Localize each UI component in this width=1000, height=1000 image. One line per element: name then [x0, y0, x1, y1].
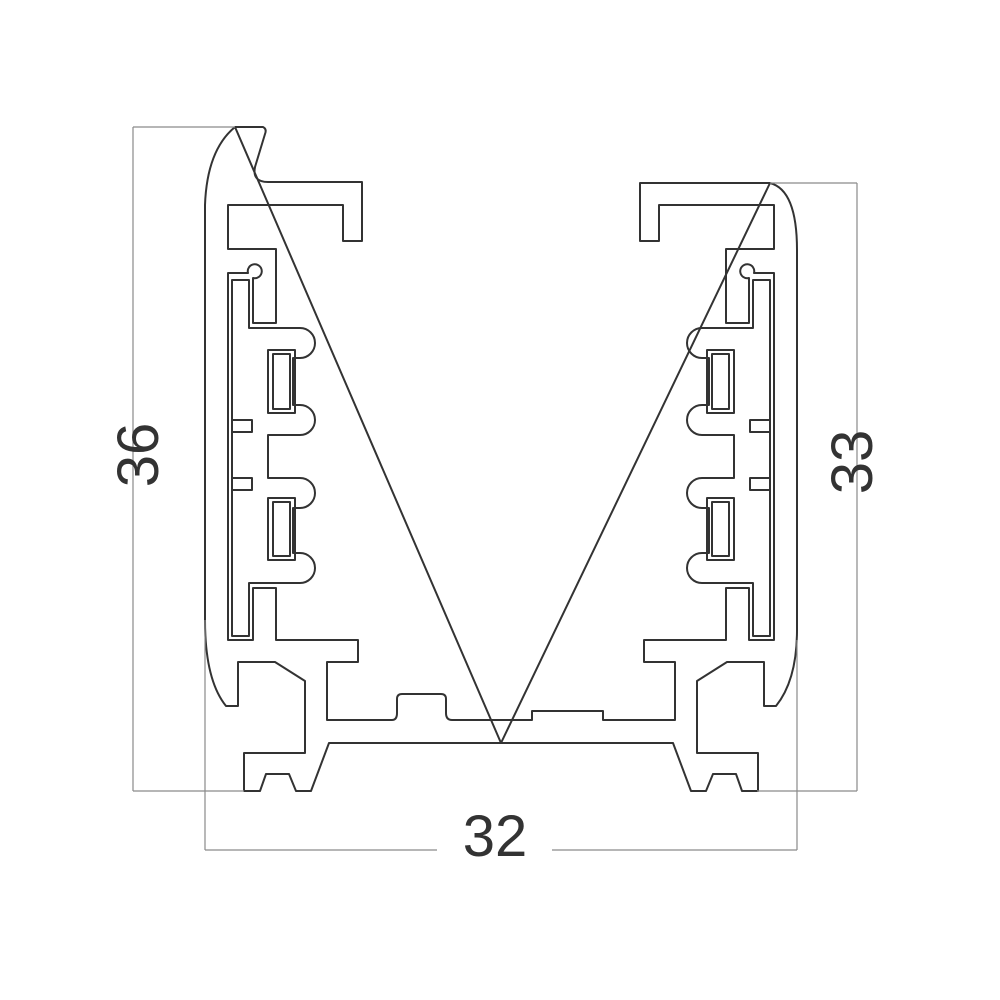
dimension-height-left: 36: [106, 126, 244, 792]
dimension-label-32: 32: [463, 804, 528, 869]
conductor-right-upper: [706, 349, 735, 414]
conductor-slot-right: [686, 279, 771, 637]
conductor-left-lower-inner: [272, 501, 291, 557]
conductor-slot-left: [231, 279, 316, 637]
conductor-right-lower-inner: [711, 501, 730, 557]
slot-notch-left: [232, 419, 253, 491]
dimension-label-33: 33: [820, 430, 885, 495]
slot-notch-right: [749, 419, 770, 491]
profile-left-half: [204, 126, 502, 792]
conductor-right-upper-inner: [711, 353, 730, 410]
profile-outline-right: [500, 182, 798, 792]
profile-outline-left: [204, 126, 502, 792]
profile-right-half: [500, 182, 798, 792]
conductor-left-upper-inner: [272, 353, 291, 410]
dimension-label-36: 36: [106, 423, 171, 488]
conductor-right-lower: [706, 497, 735, 561]
dimension-width-bottom: 32: [204, 620, 798, 869]
conductor-left-upper: [267, 349, 296, 414]
dimension-height-right: 33: [757, 182, 885, 792]
conductor-left-lower: [267, 497, 296, 561]
